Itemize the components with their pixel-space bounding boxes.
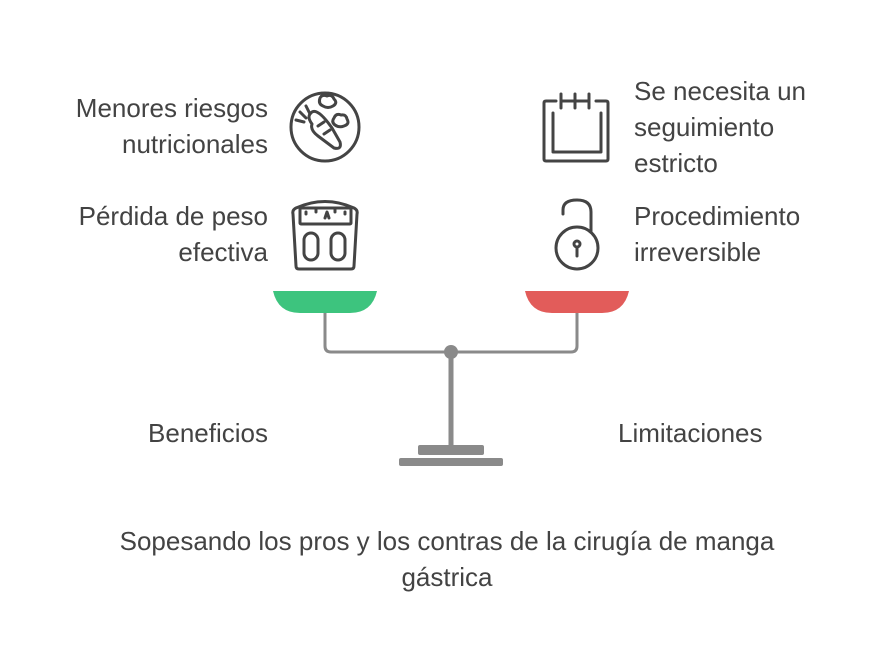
limitations-label: Limitaciones bbox=[618, 418, 763, 448]
limitation-follow-up: Se necesita un seguimiento estricto bbox=[634, 73, 806, 181]
limitation-line: Se necesita un bbox=[634, 76, 807, 106]
title-line: gástrica bbox=[401, 562, 493, 592]
carrot-vegetables-icon bbox=[289, 91, 361, 163]
benefit-nutritional-risks: Menores riesgos nutricionales bbox=[76, 90, 268, 162]
benefits-label: Beneficios bbox=[148, 418, 268, 448]
bathroom-scale-icon bbox=[291, 200, 359, 271]
scale-base-bottom bbox=[399, 458, 503, 466]
limitation-line: irreversible bbox=[634, 237, 762, 267]
title-line: Sopesando los pros y los contras de la c… bbox=[119, 526, 775, 556]
benefit-weight-loss: Pérdida de peso efectiva bbox=[79, 198, 268, 270]
limitations-pan bbox=[525, 291, 629, 313]
limitation-line: Procedimiento bbox=[634, 201, 801, 231]
calendar-icon bbox=[542, 92, 610, 163]
limitation-irreversible: Procedimiento irreversible bbox=[634, 198, 800, 270]
benefit-line: Pérdida de peso bbox=[78, 201, 268, 231]
benefit-line: nutricionales bbox=[122, 129, 268, 159]
diagram-title: Sopesando los pros y los contras de la c… bbox=[40, 523, 854, 595]
limitation-line: seguimiento bbox=[634, 112, 775, 142]
benefit-line: Menores riesgos bbox=[75, 93, 268, 123]
scale-base-top bbox=[418, 445, 484, 455]
limitation-line: estricto bbox=[634, 148, 718, 178]
unlocked-padlock-icon bbox=[554, 198, 600, 271]
scale-pivot bbox=[444, 345, 458, 359]
benefit-line: efectiva bbox=[178, 237, 268, 267]
benefits-pan bbox=[273, 291, 377, 313]
